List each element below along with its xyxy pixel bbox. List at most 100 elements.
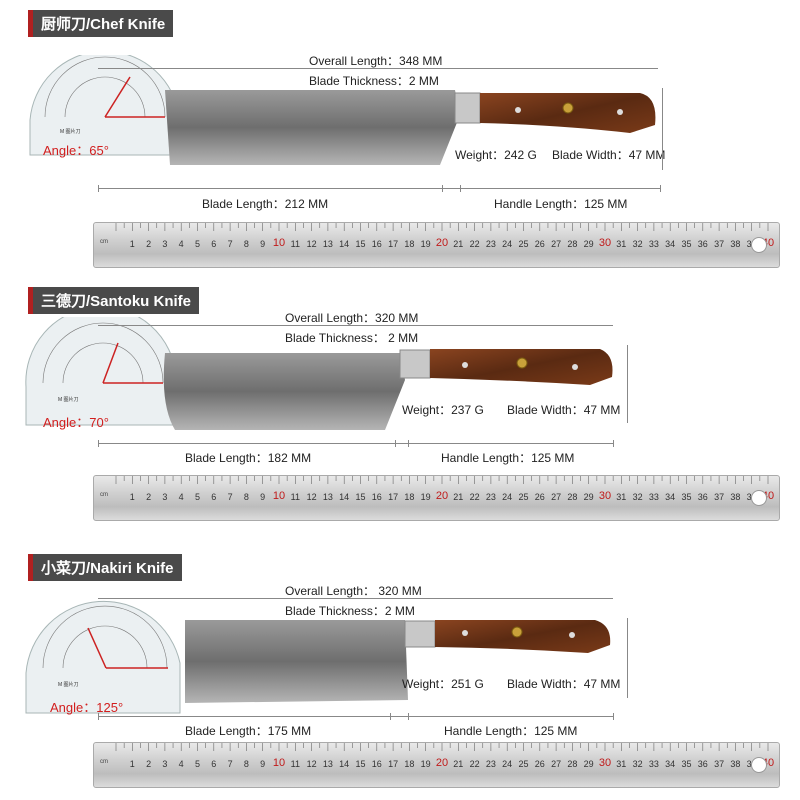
ruler-number: 23 — [485, 492, 496, 502]
ruler-number: 19 — [420, 759, 431, 769]
section-title: 三德刀/Santoku Knife — [28, 287, 200, 314]
ruler-number: 27 — [551, 492, 562, 502]
blade-width-line — [627, 618, 628, 698]
ruler-number: 18 — [404, 492, 415, 502]
ruler-number: 5 — [194, 492, 201, 502]
ruler-unit: cm — [100, 759, 108, 765]
angle-label: Angle：70° — [43, 415, 109, 430]
svg-text:M 图片刀: M 图片刀 — [58, 396, 79, 403]
ruler-number: 9 — [260, 239, 266, 249]
ruler-number: 6 — [211, 239, 217, 249]
knife-section-santoku: 三德刀/Santoku Knife M 图片刀 Angle：70° Overal… — [0, 275, 800, 540]
dim-tick — [460, 185, 461, 192]
dim-tick — [98, 185, 99, 192]
ruler-number: 36 — [697, 492, 708, 502]
ruler-number: 15 — [355, 492, 366, 502]
ruler-ticks — [115, 476, 769, 484]
ruler-number: 16 — [371, 492, 382, 502]
ruler-number: 7 — [227, 492, 233, 502]
ruler-hole — [751, 237, 767, 253]
ruler-number: 27 — [551, 239, 562, 249]
ruler-number: 30 — [598, 757, 612, 769]
ruler-number: 18 — [404, 759, 415, 769]
ruler-number: 10 — [272, 490, 286, 502]
ruler-number: 32 — [632, 759, 643, 769]
ruler-number: 7 — [227, 239, 233, 249]
dim-tick — [98, 440, 99, 447]
ruler-number: 12 — [306, 492, 317, 502]
dim-tick — [395, 440, 396, 447]
ruler-number: 22 — [469, 759, 480, 769]
ruler-number: 18 — [404, 239, 415, 249]
ruler-number: 19 — [420, 492, 431, 502]
ruler-number: 24 — [502, 759, 513, 769]
blade-length-label: Blade Length：212 MM — [202, 197, 329, 211]
ruler-number: 23 — [485, 759, 496, 769]
ruler-number: 14 — [339, 759, 350, 769]
ruler-number: 4 — [178, 759, 184, 769]
blade-thickness-label: Blade Thickness： 2 MM — [285, 331, 419, 345]
handle-length-label: Handle Length：125 MM — [441, 451, 575, 465]
ruler-number: 3 — [162, 239, 168, 249]
ruler-number: 15 — [355, 239, 366, 249]
ruler-number: 9 — [260, 492, 266, 502]
ruler-number: 20 — [435, 757, 449, 769]
ruler-number: 30 — [598, 237, 612, 249]
ruler-number: 8 — [243, 759, 249, 769]
section-title: 小菜刀/Nakiri Knife — [28, 554, 182, 581]
overall-length-line — [98, 598, 613, 599]
angle-label: Angle：65° — [43, 143, 109, 158]
svg-text:M 图片刀: M 图片刀 — [60, 128, 81, 135]
overall-length-label: Overall Length：348 MM — [309, 54, 443, 68]
ruler-number: 31 — [616, 492, 627, 502]
ruler-number: 25 — [518, 492, 529, 502]
length-dimension-line — [98, 188, 660, 189]
knife-section-chef: 厨师刀/Chef Knife M 图片刀 Angle：65° Overall L… — [0, 0, 800, 275]
ruler-hole — [751, 490, 767, 506]
nakiri-knife-image — [185, 620, 611, 703]
ruler-number: 7 — [227, 759, 233, 769]
ruler-number: 36 — [697, 239, 708, 249]
ruler-number: 16 — [371, 239, 382, 249]
ruler-number: 11 — [290, 492, 300, 502]
weight-label: Weight：237 G — [402, 403, 484, 417]
dim-tick — [408, 713, 409, 720]
ruler-number: 6 — [211, 759, 217, 769]
ruler-number: 33 — [648, 239, 659, 249]
ruler-number: 38 — [730, 759, 741, 769]
ruler-number: 13 — [322, 239, 333, 249]
ruler-number: 11 — [290, 239, 300, 249]
ruler-number: 31 — [616, 239, 627, 249]
ruler-number: 33 — [648, 759, 659, 769]
ruler-number: 24 — [502, 239, 513, 249]
section-title: 厨师刀/Chef Knife — [28, 10, 174, 37]
ruler-number: 23 — [485, 239, 496, 249]
ruler-number: 33 — [648, 492, 659, 502]
ruler-number: 5 — [194, 239, 201, 249]
blade-width-label: Blade Width：47 MM — [552, 148, 666, 162]
ruler-number: 3 — [162, 759, 168, 769]
chef-knife-image — [165, 90, 656, 165]
blade-thickness-label: Blade Thickness：2 MM — [309, 74, 439, 88]
handle-length-label: Handle Length：125 MM — [494, 197, 628, 211]
ruler-number: 26 — [534, 239, 545, 249]
ruler-ticks — [115, 223, 769, 231]
ruler-number: 22 — [469, 239, 480, 249]
ruler-unit: cm — [100, 492, 108, 498]
ruler-number: 9 — [260, 759, 266, 769]
ruler-number: 15 — [355, 759, 366, 769]
santoku-knife-image — [163, 349, 613, 430]
blade-width-label: Blade Width：47 MM — [507, 677, 621, 691]
ruler-number: 38 — [730, 492, 741, 502]
ruler-number: 32 — [632, 239, 643, 249]
overall-length-line — [98, 325, 613, 326]
ruler-number: 35 — [681, 759, 692, 769]
ruler-number: 4 — [178, 492, 184, 502]
ruler-number: 21 — [453, 492, 464, 502]
ruler-number: 38 — [730, 239, 741, 249]
ruler-number: 28 — [567, 759, 578, 769]
ruler-number: 29 — [583, 759, 594, 769]
ruler-number: 22 — [469, 492, 480, 502]
ruler-number: 12 — [306, 239, 317, 249]
